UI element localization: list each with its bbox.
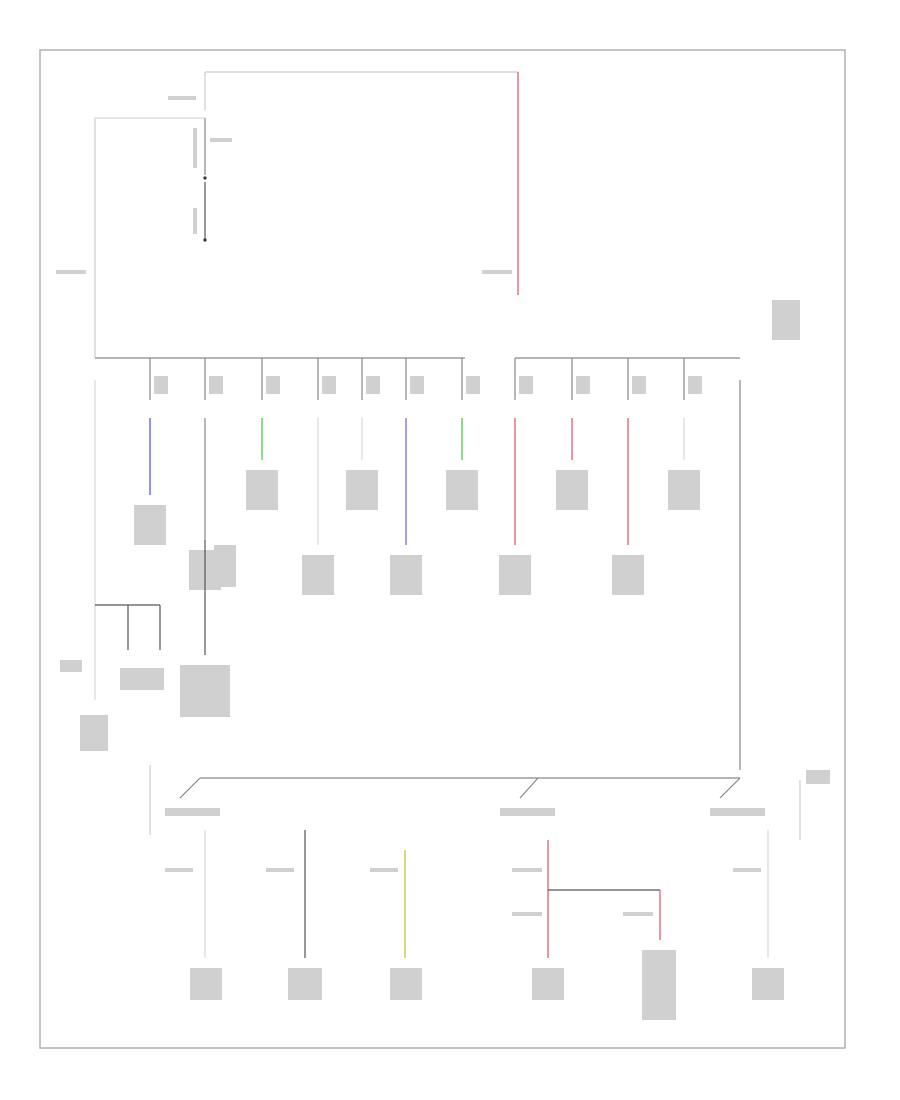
circuit-target-4	[302, 555, 334, 595]
fuse-bus	[95, 300, 800, 359]
circuit-target-10	[612, 555, 644, 595]
fuse-label-9	[576, 376, 590, 394]
circuit-target-5	[346, 470, 378, 510]
circuit-target-11	[668, 470, 700, 510]
left-relay-area	[60, 380, 236, 751]
diagram-border	[39, 49, 846, 1049]
circuit-target-6	[390, 555, 422, 595]
fuse-label-10	[632, 376, 646, 394]
fuse-label-3	[266, 376, 280, 394]
switch-section	[149, 380, 830, 1020]
fuse-label-5	[366, 376, 380, 394]
battery-terminal	[203, 176, 207, 180]
circuit-target-1	[134, 505, 166, 545]
fuse-label-6	[410, 376, 424, 394]
fuse-label-2	[209, 376, 223, 394]
fuse-label-8	[519, 376, 533, 394]
ground-point	[203, 238, 207, 242]
fuse-label-4	[322, 376, 336, 394]
circuit-target-8	[499, 555, 531, 595]
battery-feed	[56, 71, 519, 358]
circuit-target-7	[446, 470, 478, 510]
fuse-label-7	[466, 376, 480, 394]
circuit-target-3	[246, 470, 278, 510]
fuse-label-11	[688, 376, 702, 394]
circuit-target-9	[556, 470, 588, 510]
fuse-label-1	[154, 376, 168, 394]
fuse-drops	[134, 358, 702, 595]
